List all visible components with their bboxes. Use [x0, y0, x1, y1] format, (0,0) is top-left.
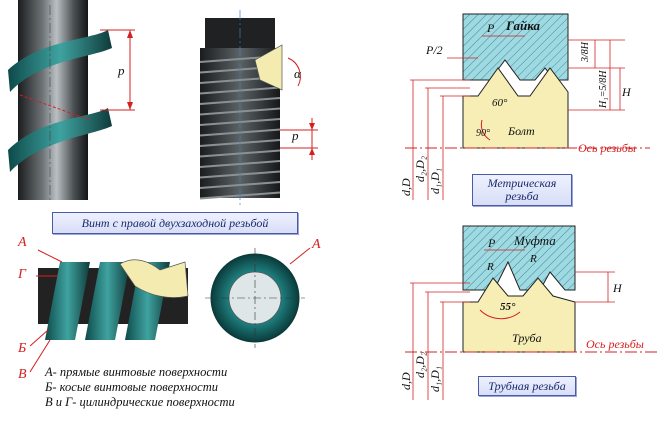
surface-a-label: А [17, 235, 27, 250]
helix-band-lower [8, 108, 112, 172]
pipe-thread-profile [405, 225, 660, 400]
radius-label-2: R [529, 253, 537, 265]
bolt-thread-ridge [199, 107, 281, 116]
screw-pitch-label-2: p [291, 128, 299, 143]
double-start-screw-caption: Винт с правой двухзаходной резьбой [52, 212, 298, 234]
surface-g-label: Г [17, 267, 27, 282]
helix-band-upper [8, 30, 112, 92]
pipe-thread-caption: Трубная резьба [478, 376, 576, 396]
helix-rod-illustration [8, 0, 135, 200]
surface-b-label: Б [17, 341, 26, 356]
angle-55-label: 55° [500, 301, 516, 313]
nut-region [462, 13, 569, 81]
pipe-major-diameter-label: d,D [399, 372, 413, 390]
metric-d2-label: d₂,D₂ [413, 156, 427, 182]
pipe-d2-label: d₂,D₂ [413, 352, 427, 378]
screw-cross-section [205, 247, 311, 348]
legend-line-vg: В и Г- цилиндрические поверхности [45, 395, 235, 409]
metric-axis-label: Ось резьбы [578, 141, 636, 155]
surface-v-label: В [18, 367, 27, 382]
surface-a-right-label: А [311, 237, 321, 252]
h1-label: H₁=5/8H [598, 70, 609, 109]
hidden-helix-line [19, 94, 91, 121]
metric-major-diameter-label: d,D [399, 178, 413, 196]
threaded-bolt-illustration [199, 10, 318, 205]
bolt-label: Болт [507, 124, 535, 138]
bolt-thread-ridge [199, 149, 281, 158]
half-pitch-label: P/2 [425, 43, 443, 57]
pipe-label: Труба [512, 331, 542, 345]
rod-body [18, 0, 88, 200]
angle-90-label: 90° [476, 128, 490, 139]
pipe-pitch-label: P [487, 236, 496, 250]
pipe-d1-label: d₁,D₁ [428, 366, 442, 392]
metric-thread-caption: Метрическая резьба [472, 174, 572, 206]
metric-d1-label: d₁,D₁ [428, 168, 442, 194]
coupling-label: Муфта [513, 233, 556, 248]
thread-profile-cutaway [254, 44, 283, 91]
legend-line-b: Б- косые винтовые поверхности [45, 380, 218, 394]
three-eighths-h-label: 3/8H [580, 41, 591, 63]
pipe-h-label: H [612, 281, 623, 295]
metric-h-label: H [621, 85, 632, 99]
screw-thread-profile [119, 259, 189, 298]
pipe-region [462, 277, 576, 353]
metric-pitch-label: P [486, 21, 495, 35]
nut-label: Гайка [505, 18, 541, 33]
legend-line-a: А- прямые винтовые поверхности [45, 365, 228, 379]
screw-angle-label: α [294, 66, 302, 81]
pipe-axis-label: Ось резьбы [586, 337, 644, 351]
radius-label-1: R [486, 261, 494, 273]
angle-alpha-arc [287, 57, 301, 87]
surface-legend: А- прямые винтовые поверхности Б- косые … [45, 365, 305, 410]
metric-thread-profile [405, 13, 650, 200]
angle-60-label: 60° [492, 97, 508, 109]
screw-pitch-label: p [117, 63, 125, 78]
double-start-screw-illustration [29, 249, 189, 373]
